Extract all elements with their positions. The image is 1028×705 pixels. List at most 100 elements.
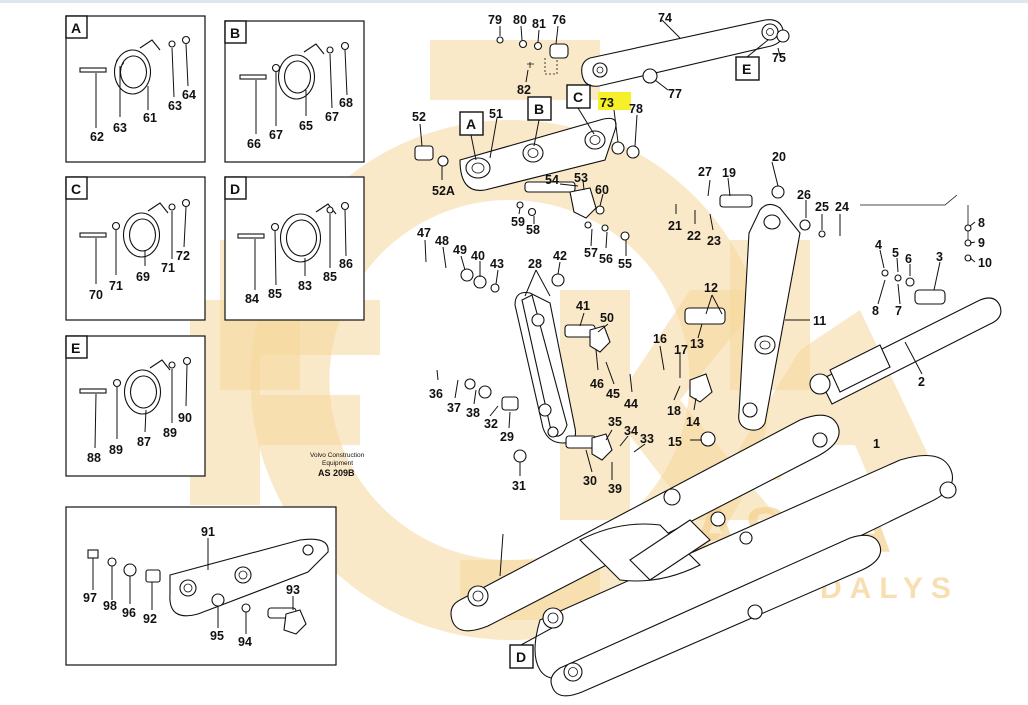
part-label: 33	[640, 432, 654, 446]
part-label: 22	[687, 229, 701, 243]
part-label: 4	[875, 238, 882, 252]
part-label: 2	[918, 375, 925, 389]
lower-label-97: 97	[83, 591, 97, 605]
detail-d-label-86: 86	[339, 257, 353, 271]
part-label: 8	[978, 216, 985, 230]
part-label: 30	[583, 474, 597, 488]
detail-a-label-64: 64	[182, 88, 196, 102]
callout-letters: A B C D E	[459, 39, 769, 669]
part-label: 29	[500, 430, 514, 444]
part-label: 20	[772, 150, 786, 164]
lower-label-92: 92	[143, 612, 157, 626]
top-border	[0, 0, 1028, 3]
detail-c-label-70: 70	[89, 288, 103, 302]
detail-c-label-71b: 71	[161, 261, 175, 275]
part-label: 5	[892, 246, 899, 260]
detail-b-label-67: 67	[269, 128, 283, 142]
part-label: 19	[722, 166, 736, 180]
part-label: 3	[936, 250, 943, 264]
detail-a-label-63: 63	[113, 121, 127, 135]
part-label: 45	[606, 387, 620, 401]
part-label: 49	[453, 243, 467, 257]
part-label: 52	[412, 110, 426, 124]
part-label: 1	[873, 437, 880, 451]
callout-letter-b: B	[534, 101, 544, 117]
part-label: 24	[835, 200, 849, 214]
part-label: 77	[668, 87, 682, 101]
part-label: 18	[667, 404, 681, 418]
part-label: 42	[553, 249, 567, 263]
detail-e-label-88: 88	[87, 451, 101, 465]
detail-c-label-69: 69	[136, 270, 150, 284]
detail-e-label-89: 89	[109, 443, 123, 457]
detail-d-label-84: 84	[245, 292, 259, 306]
callout-letter-e: E	[742, 61, 751, 77]
part-label: 76	[552, 13, 566, 27]
part-label-73-highlighted: 73	[600, 96, 614, 110]
part-label: 34	[624, 424, 638, 438]
part-label: 81	[532, 17, 546, 31]
detail-b-label-67b: 67	[325, 110, 339, 124]
part-label: 52A	[432, 184, 455, 198]
detail-b-label-65: 65	[299, 119, 313, 133]
lower-label-93: 93	[286, 583, 300, 597]
part-label: 60	[595, 183, 609, 197]
part-label: 16	[653, 332, 667, 346]
detail-a-label-62: 62	[90, 130, 104, 144]
detail-b-label-66: 66	[247, 137, 261, 151]
part-label: 40	[471, 249, 485, 263]
part-label: 57	[584, 246, 598, 260]
part-label: 46	[590, 377, 604, 391]
part-label: 10	[978, 256, 992, 270]
note-code: AS 209B	[318, 468, 355, 478]
lower-label-94: 94	[238, 635, 252, 649]
part-label: 54	[545, 173, 559, 187]
lower-label-95: 95	[210, 629, 224, 643]
part-label: 41	[576, 299, 590, 313]
detail-d-label-83: 83	[298, 279, 312, 293]
detail-c-label-71: 71	[109, 279, 123, 293]
drawing-note: Volvo Construction Equipment AS 209B	[310, 452, 365, 478]
part-label: 53	[574, 171, 588, 185]
callout-letter-a: A	[466, 116, 476, 132]
part-label: 36	[429, 387, 443, 401]
note-line1: Volvo Construction	[310, 452, 365, 459]
callout-letter-c: C	[573, 89, 583, 105]
detail-box-b-letter: B	[230, 25, 240, 41]
part-label: 27	[698, 165, 712, 179]
detail-d-label-85b: 85	[323, 270, 337, 284]
part-label: 11	[813, 314, 826, 328]
part-label: 39	[608, 482, 622, 496]
part-label: 43	[490, 257, 504, 271]
part-label: 7	[895, 304, 902, 318]
part-label: 56	[599, 252, 613, 266]
lower-label-98: 98	[103, 599, 117, 613]
part-label: 44	[624, 397, 638, 411]
part-label: 48	[435, 234, 449, 248]
lower-label-91: 91	[201, 525, 215, 539]
detail-e-label-89b: 89	[163, 426, 177, 440]
part-label: 31	[512, 479, 526, 493]
detail-b-label-68: 68	[339, 96, 353, 110]
part-label: 58	[526, 223, 540, 237]
highlight-part-73	[598, 92, 631, 110]
detail-box-a: A 62 63 61 63 64	[65, 15, 206, 163]
detail-box-b: B 66 67 65 67 68	[224, 20, 365, 163]
main-assembly	[414, 19, 1002, 697]
part-label: 82	[517, 83, 531, 97]
part-label: 23	[707, 234, 721, 248]
part-label: 74	[658, 11, 672, 25]
part-label: 26	[797, 188, 811, 202]
part-label: 38	[466, 406, 480, 420]
part-label: 79	[488, 13, 502, 27]
lower-label-96: 96	[122, 606, 136, 620]
part-label: 25	[815, 200, 829, 214]
detail-box-c-letter: C	[71, 181, 81, 197]
part-label: 6	[905, 252, 912, 266]
detail-box-lower: 91 97 98 96 92 93 95 94	[65, 506, 337, 666]
part-label: 12	[704, 281, 718, 295]
part-label: 14	[686, 415, 700, 429]
part-label: 35	[608, 415, 622, 429]
part-label: 55	[618, 257, 632, 271]
